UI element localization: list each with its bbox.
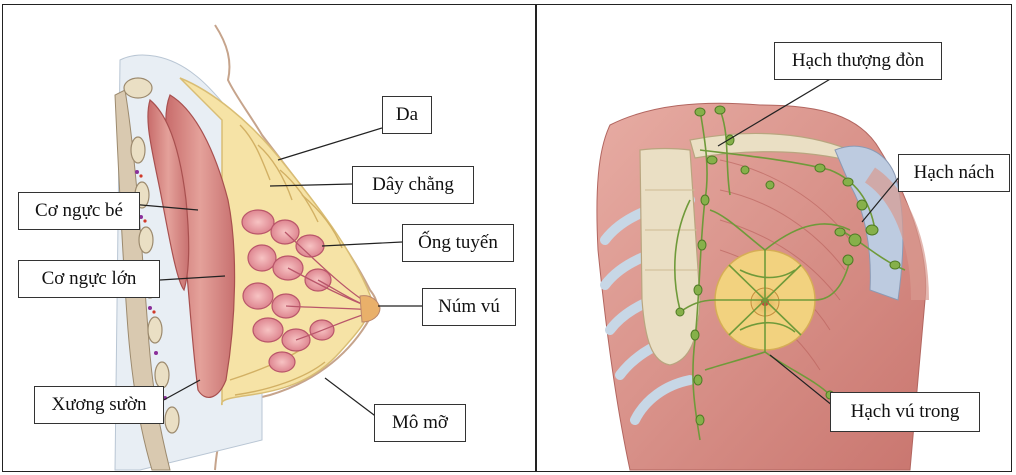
label-hach-nach: Hạch nách: [898, 154, 1010, 192]
label-hach-thuong-don: Hạch thượng đòn: [774, 42, 942, 80]
label-day-chang: Dây chằng: [352, 166, 474, 204]
label-ong-tuyen: Ống tuyến: [402, 224, 514, 262]
label-hach-vu-trong: Hạch vú trong: [830, 392, 980, 432]
label-co-nguc-be: Cơ ngực bé: [18, 192, 140, 230]
label-co-nguc-lon: Cơ ngực lớn: [18, 260, 160, 298]
label-xuong-suon: Xương sườn: [34, 386, 164, 424]
label-num-vu: Núm vú: [422, 288, 516, 326]
label-da: Da: [382, 96, 432, 134]
label-mo-mo: Mô mỡ: [374, 404, 466, 442]
